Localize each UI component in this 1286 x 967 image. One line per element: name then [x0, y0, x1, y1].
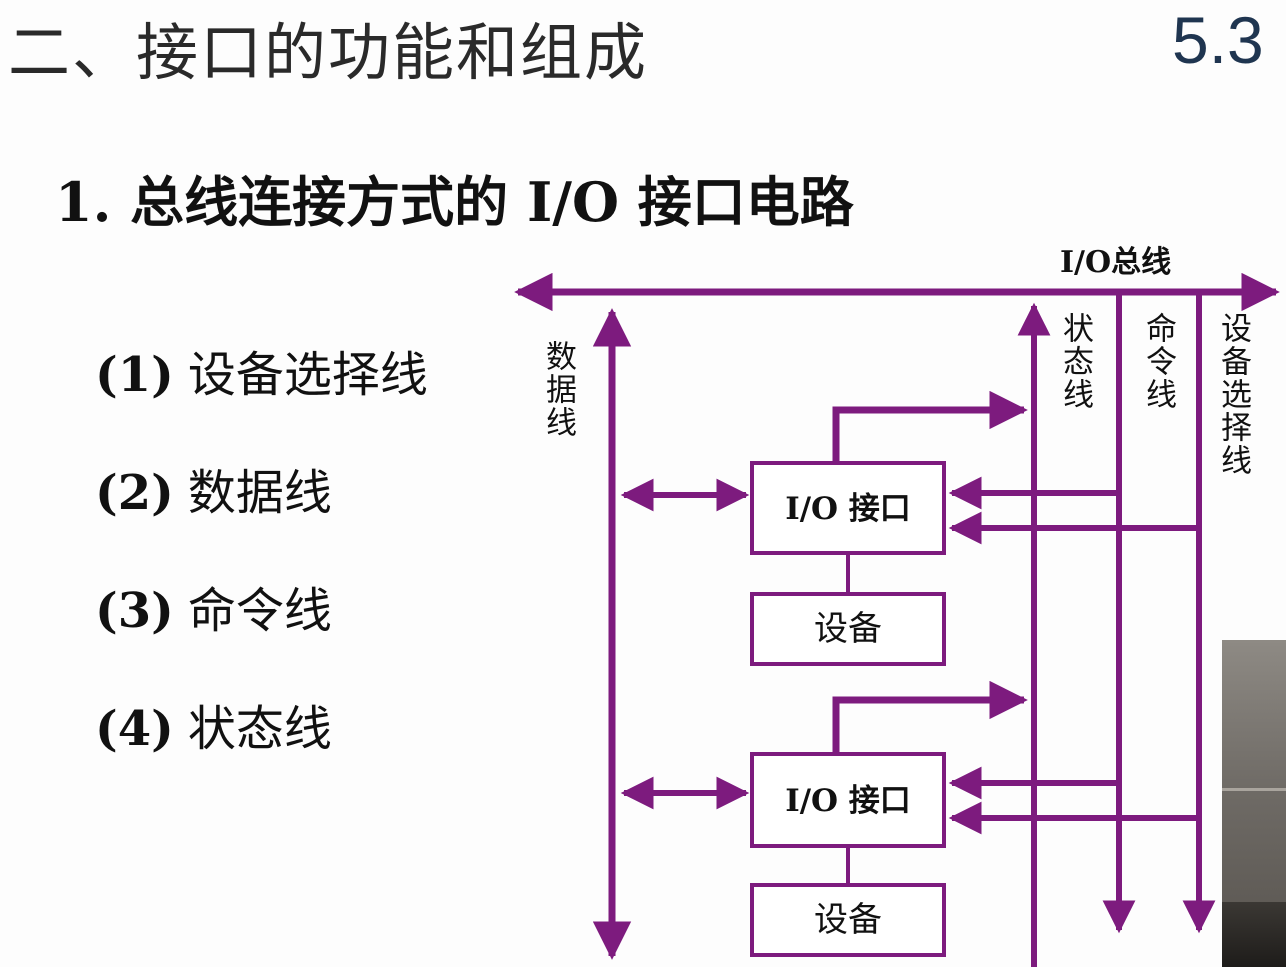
device-box-2 — [750, 883, 946, 957]
line-type-list: (1)设备选择线 (2)数据线 (3)命令线 (4)状态线 — [95, 335, 428, 807]
list-item-number: (3) — [95, 583, 174, 639]
select-line-label: 设备选择线 — [1215, 312, 1252, 477]
list-item-number: (1) — [95, 347, 174, 403]
list-item: (1)设备选择线 — [95, 335, 428, 453]
interface-label-2: I/O 接口 — [785, 783, 911, 819]
list-item-number: (2) — [95, 465, 174, 521]
photo-shadow — [1222, 902, 1286, 967]
list-item: (4)状态线 — [95, 689, 428, 807]
device-label-2: 设备 — [814, 900, 882, 940]
device-label-1: 设备 — [814, 609, 882, 649]
list-item-text: 设备选择线 — [187, 347, 428, 403]
list-item-text: 命令线 — [187, 583, 332, 639]
slide-subtitle: 1. 总线连接方式的 I/O 接口电路 — [55, 170, 854, 234]
status-link-1 — [832, 390, 1028, 463]
command-line-label: 命令线 — [1140, 312, 1176, 411]
list-item-text: 状态线 — [187, 701, 332, 757]
status-link-2 — [832, 680, 1028, 754]
interface-label-1: I/O 接口 — [785, 491, 911, 527]
interface-box-1 — [750, 461, 946, 555]
device-box-1 — [750, 592, 946, 666]
presenter-video-thumbnail — [1222, 640, 1286, 967]
status-line-label: 状态线 — [1057, 312, 1094, 411]
list-item-text: 数据线 — [187, 465, 332, 521]
photo-band — [1222, 788, 1286, 791]
section-number: 5.3 — [1172, 3, 1264, 77]
list-item-number: (4) — [95, 701, 174, 757]
interface-box-2 — [750, 752, 946, 848]
list-item: (3)命令线 — [95, 571, 428, 689]
data-line-label: 数据线 — [540, 340, 577, 439]
slide-title: 二、接口的功能和组成 — [8, 16, 649, 89]
bus-label: I/O总线 — [1060, 245, 1171, 280]
list-item: (2)数据线 — [95, 453, 428, 571]
